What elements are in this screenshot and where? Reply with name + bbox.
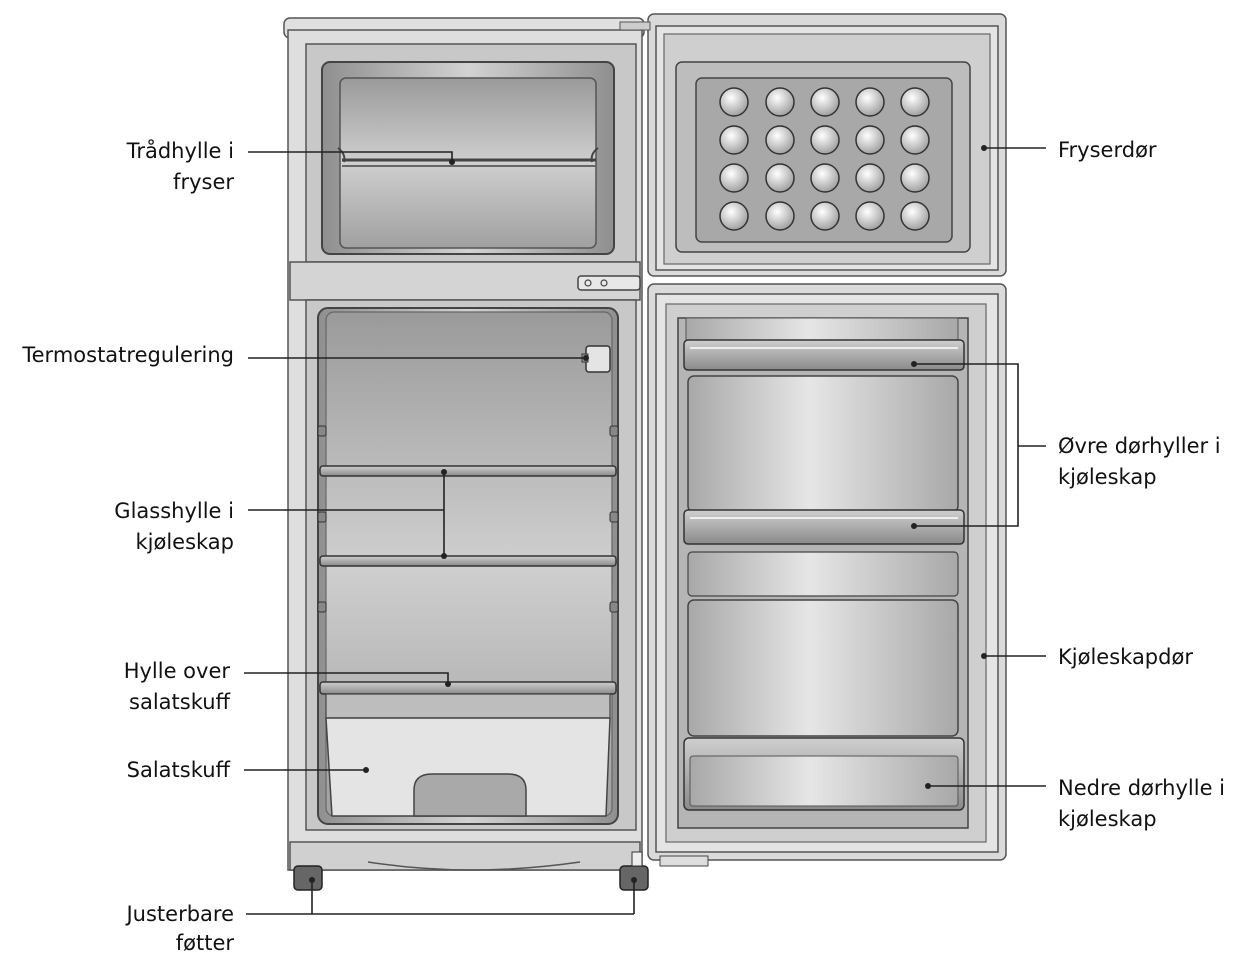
ice-cup-0-1 xyxy=(765,87,795,117)
leader-lines xyxy=(244,145,1046,915)
ice-cup-3-4 xyxy=(900,201,930,231)
ice-cup-1-3 xyxy=(855,125,885,155)
label-hylle-over-line2: salatskuff xyxy=(129,690,231,714)
crisper-drawer xyxy=(325,717,611,817)
ice-cup-0-0 xyxy=(719,87,749,117)
label-kjoleskapdor: Kjøleskapdør xyxy=(1058,645,1193,669)
label-glasshylle-line2: kjøleskap xyxy=(135,530,234,554)
ice-cup-2-3 xyxy=(855,163,885,193)
fridge-cabinet xyxy=(283,17,649,891)
freezer-door xyxy=(619,13,1007,277)
glass-shelf-upper xyxy=(319,465,617,477)
label-termostat: Termostatregulering xyxy=(21,343,234,367)
ice-cup-3-0 xyxy=(719,201,749,231)
label-justerbare-line1: Justerbare xyxy=(124,902,234,926)
label-ovre-line1: Øvre dørhyller i xyxy=(1058,434,1221,458)
middle-hinge xyxy=(577,275,641,291)
label-ovre-line2: kjøleskap xyxy=(1058,465,1157,489)
upper-door-shelf-2 xyxy=(683,509,965,545)
ice-cup-3-2 xyxy=(810,201,840,231)
fridge-door xyxy=(647,283,1007,867)
ice-cup-1-4 xyxy=(900,125,930,155)
ice-cup-2-4 xyxy=(900,163,930,193)
label-nedre-line1: Nedre dørhylle i xyxy=(1058,776,1225,800)
label-glasshylle-line1: Glasshylle i xyxy=(114,499,234,523)
label-fryserdor: Fryserdør xyxy=(1058,138,1157,162)
ice-cup-1-1 xyxy=(765,125,795,155)
ice-cup-0-2 xyxy=(810,87,840,117)
ice-cup-1-0 xyxy=(719,125,749,155)
glass-shelf-lower xyxy=(319,555,617,567)
upper-door-shelf-1 xyxy=(683,339,965,371)
label-nedre-line2: kjøleskap xyxy=(1058,807,1157,831)
shelf-supports xyxy=(317,425,619,613)
label-justerbare-line2: føtter xyxy=(176,931,235,954)
ice-cube-tray xyxy=(719,87,930,231)
labels: Trådhylle i fryser Termostatregulering G… xyxy=(21,138,1225,954)
ice-cup-2-1 xyxy=(765,163,795,193)
ice-cup-2-0 xyxy=(719,163,749,193)
label-hylle-over-line1: Hylle over xyxy=(124,659,231,683)
label-tradhylle-line1: Trådhylle i xyxy=(126,138,234,163)
ice-cup-3-1 xyxy=(765,201,795,231)
shelf-over-crisper xyxy=(319,681,617,719)
label-salatskuff: Salatskuff xyxy=(127,758,231,782)
label-tradhylle-line2: fryser xyxy=(173,170,234,194)
ice-cup-0-3 xyxy=(855,87,885,117)
lower-door-shelf xyxy=(683,737,965,811)
wire-shelf-freezer xyxy=(337,147,599,167)
ice-cup-0-4 xyxy=(900,87,930,117)
ice-cup-1-2 xyxy=(810,125,840,155)
ice-cup-2-2 xyxy=(810,163,840,193)
adjustable-foot-left xyxy=(293,865,323,891)
ice-cup-3-3 xyxy=(855,201,885,231)
